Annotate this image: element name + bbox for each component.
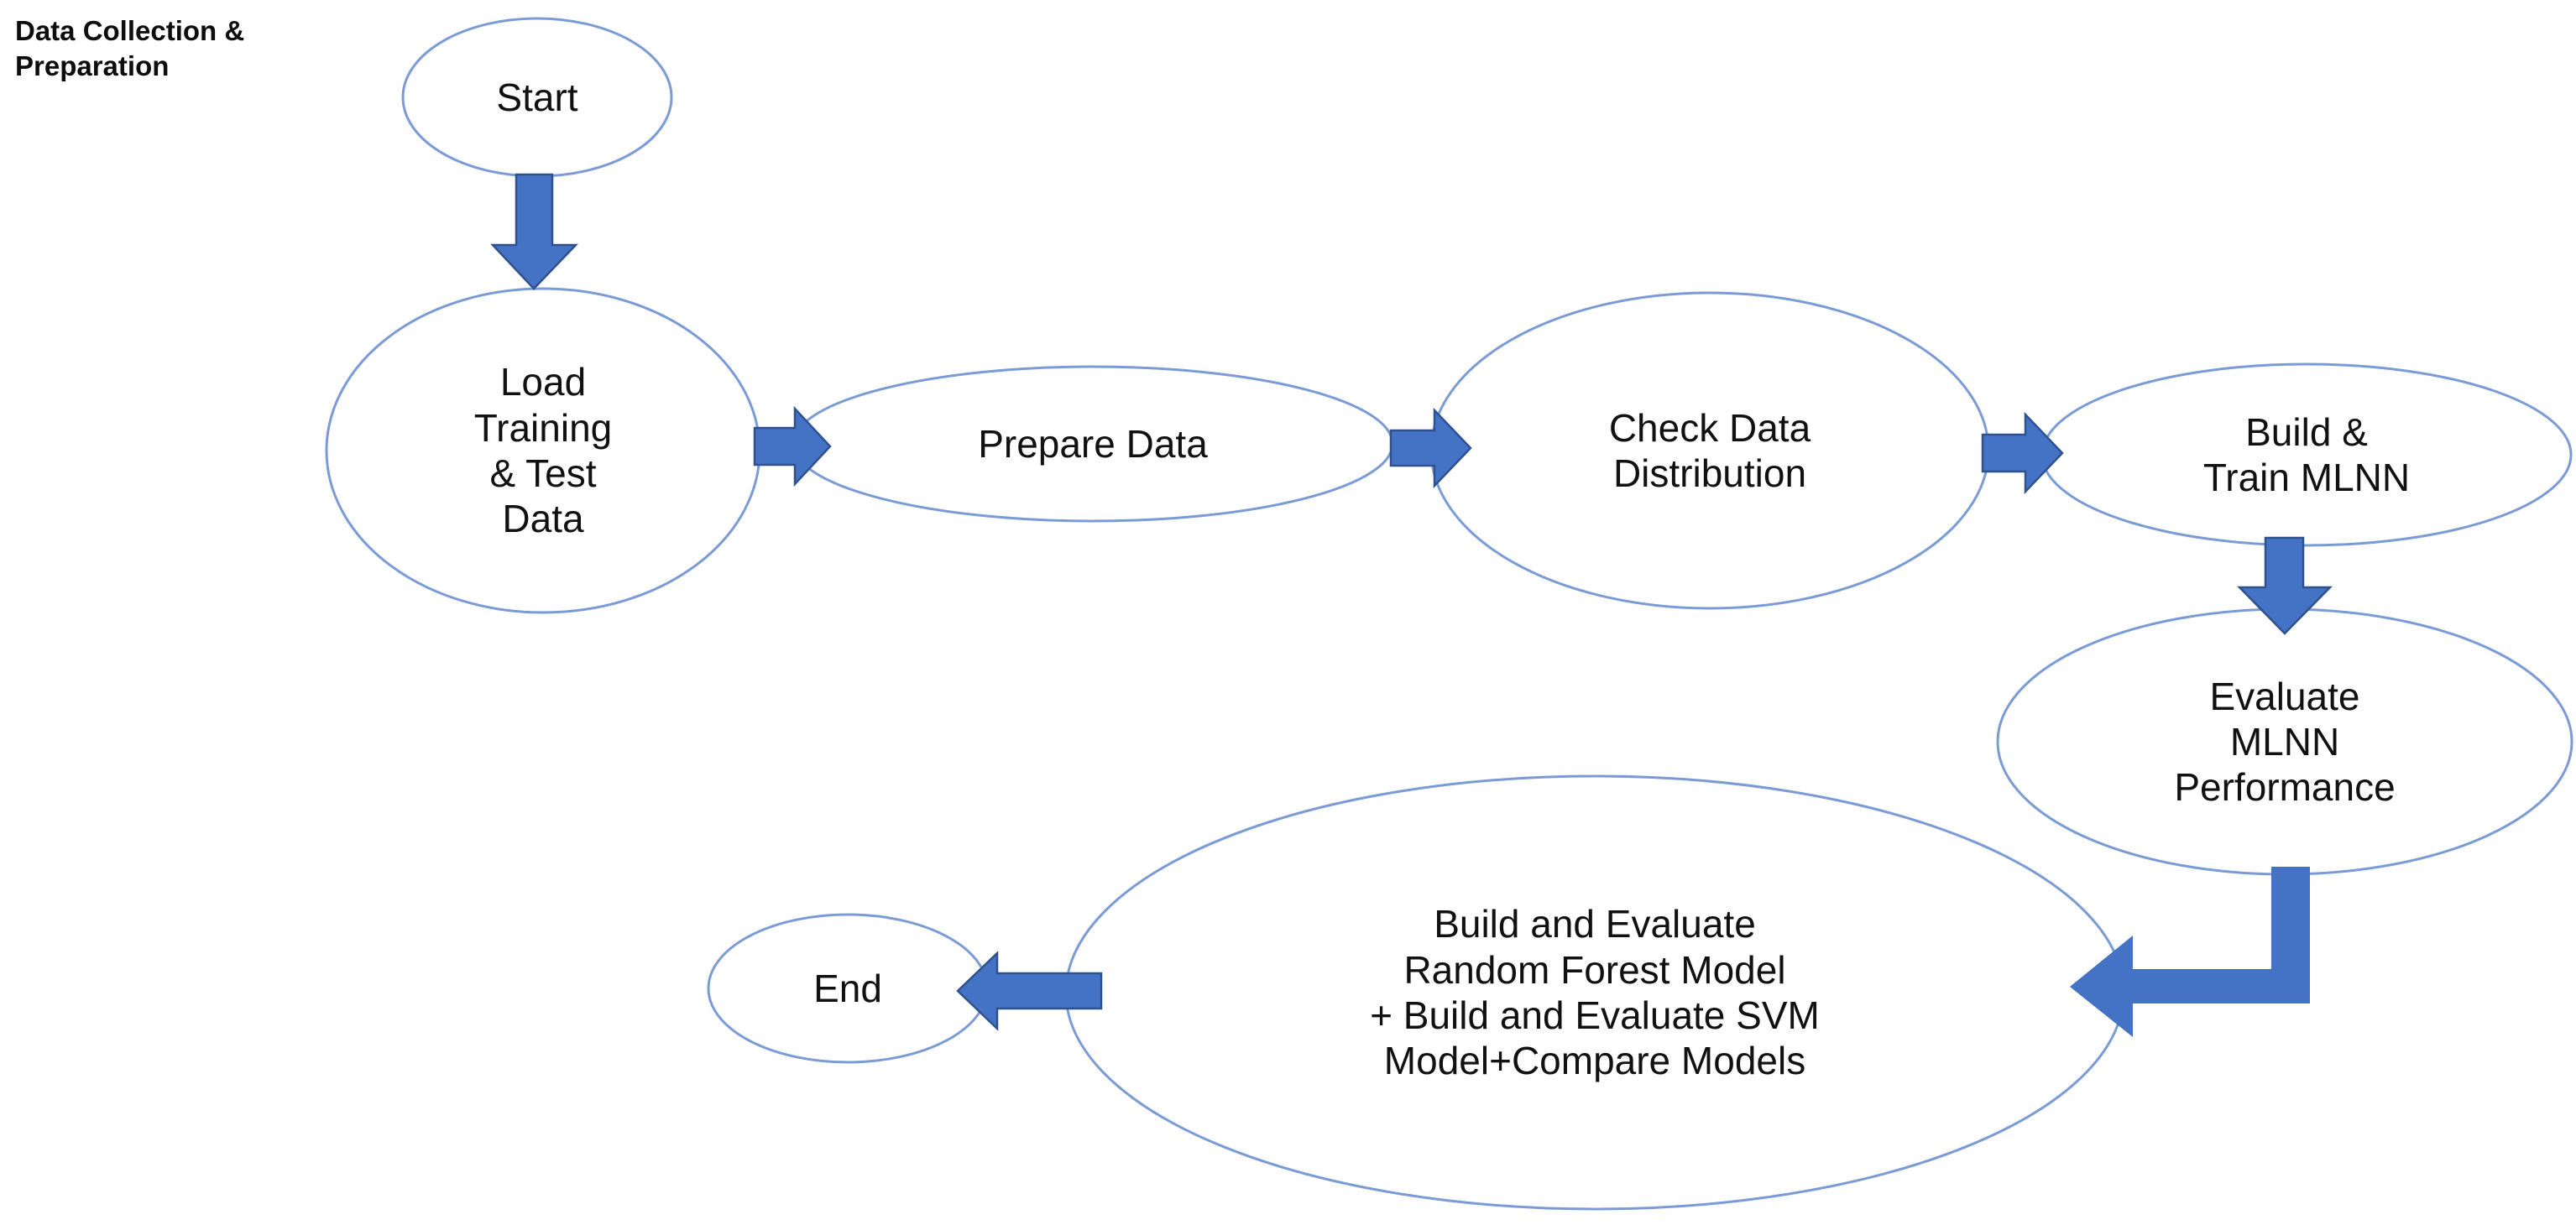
node-end[interactable] [707,913,989,1064]
arrow-prepare-to-check [1389,407,1472,489]
arrow-build-to-evaluate [2237,536,2333,635]
node-evaluate-mlnn[interactable] [1996,607,2573,876]
node-build-evaluate-models[interactable] [1064,774,2125,1211]
node-start[interactable] [401,17,673,178]
arrow-models-to-end [956,951,1103,1031]
page-title: Data Collection & Preparation [15,15,245,82]
node-build-train-mlnn[interactable] [2040,362,2573,547]
arrow-start-to-load [490,173,578,290]
arrow-load-to-prepare [753,405,832,487]
arrow-evaluate-to-models [2070,867,2310,1037]
node-prepare-data[interactable] [792,365,1394,523]
node-check-distribution[interactable] [1429,291,1990,610]
arrow-check-to-build [1981,411,2064,495]
node-load-data[interactable] [325,287,761,614]
